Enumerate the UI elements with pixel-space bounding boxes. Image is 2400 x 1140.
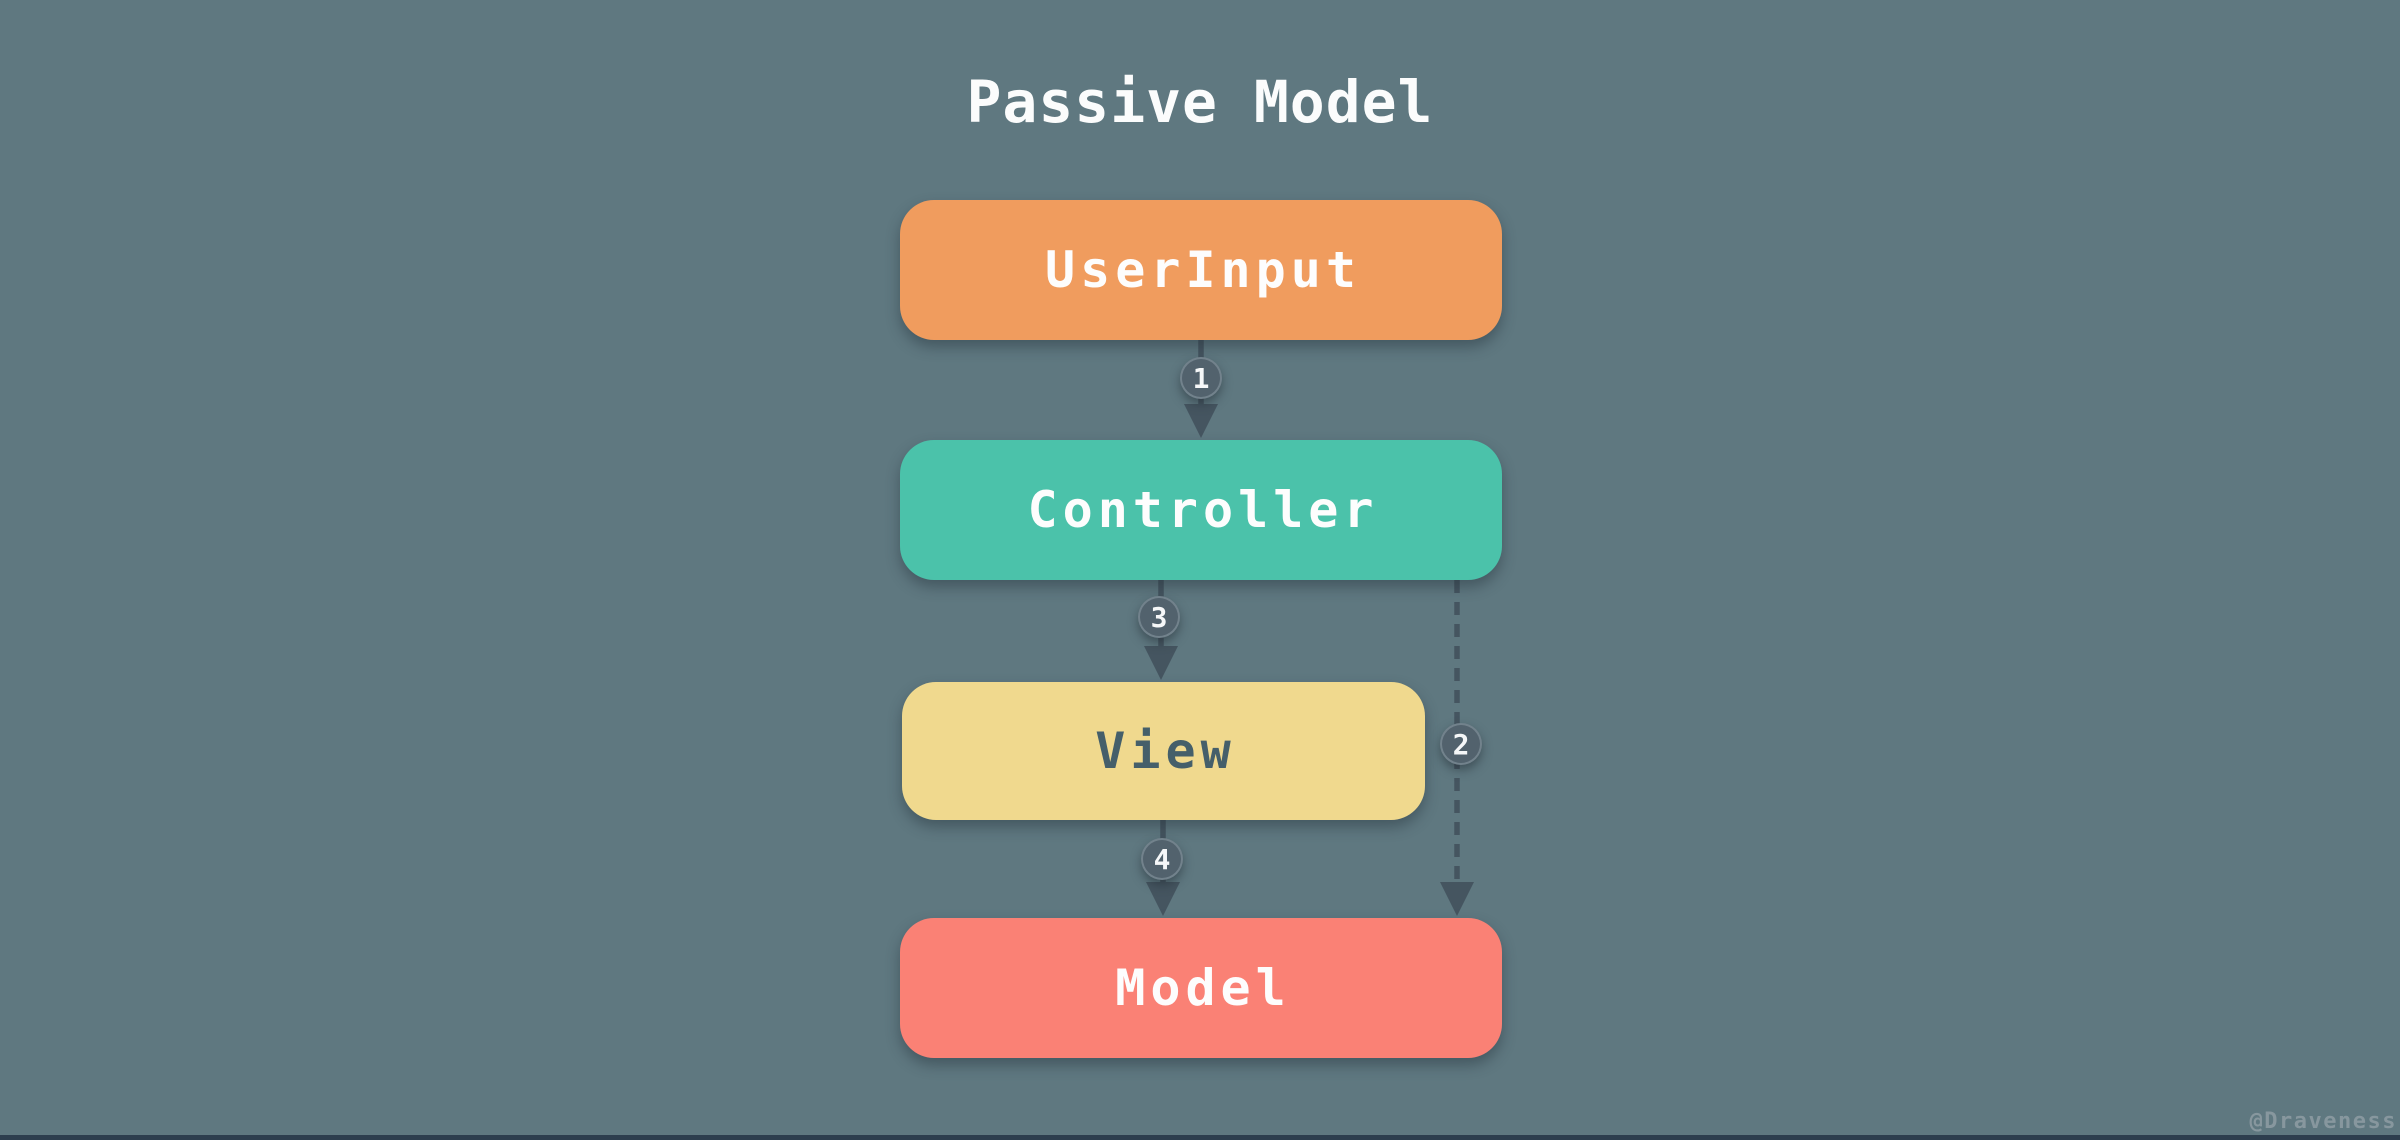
step-badge-number: 2 — [1452, 727, 1470, 761]
node-view: View — [902, 682, 1425, 820]
node-label: Controller — [1027, 481, 1379, 539]
arrow-head-icon — [1146, 882, 1180, 916]
step-badge-number: 1 — [1192, 361, 1210, 395]
node-model: Model — [900, 918, 1502, 1058]
step-badge-3: 3 — [1138, 596, 1180, 638]
node-label: Model — [1115, 959, 1291, 1017]
step-badge-2: 2 — [1440, 723, 1482, 765]
node-label: UserInput — [1045, 241, 1361, 299]
node-label: View — [1095, 722, 1236, 780]
step-badge-4: 4 — [1141, 838, 1183, 880]
node-userinput: UserInput — [900, 200, 1502, 340]
node-controller: Controller — [900, 440, 1502, 580]
arrow-head-icon — [1144, 646, 1178, 680]
bottom-accent-bar — [0, 1135, 2400, 1140]
arrow-head-icon — [1440, 882, 1474, 916]
watermark-credit: @Draveness — [2249, 1109, 2397, 1134]
step-badge-1: 1 — [1180, 357, 1222, 399]
step-badge-number: 3 — [1150, 600, 1168, 634]
diagram-title: Passive Model — [966, 68, 1434, 136]
step-badge-number: 4 — [1153, 842, 1171, 876]
arrow-head-icon — [1184, 404, 1218, 438]
